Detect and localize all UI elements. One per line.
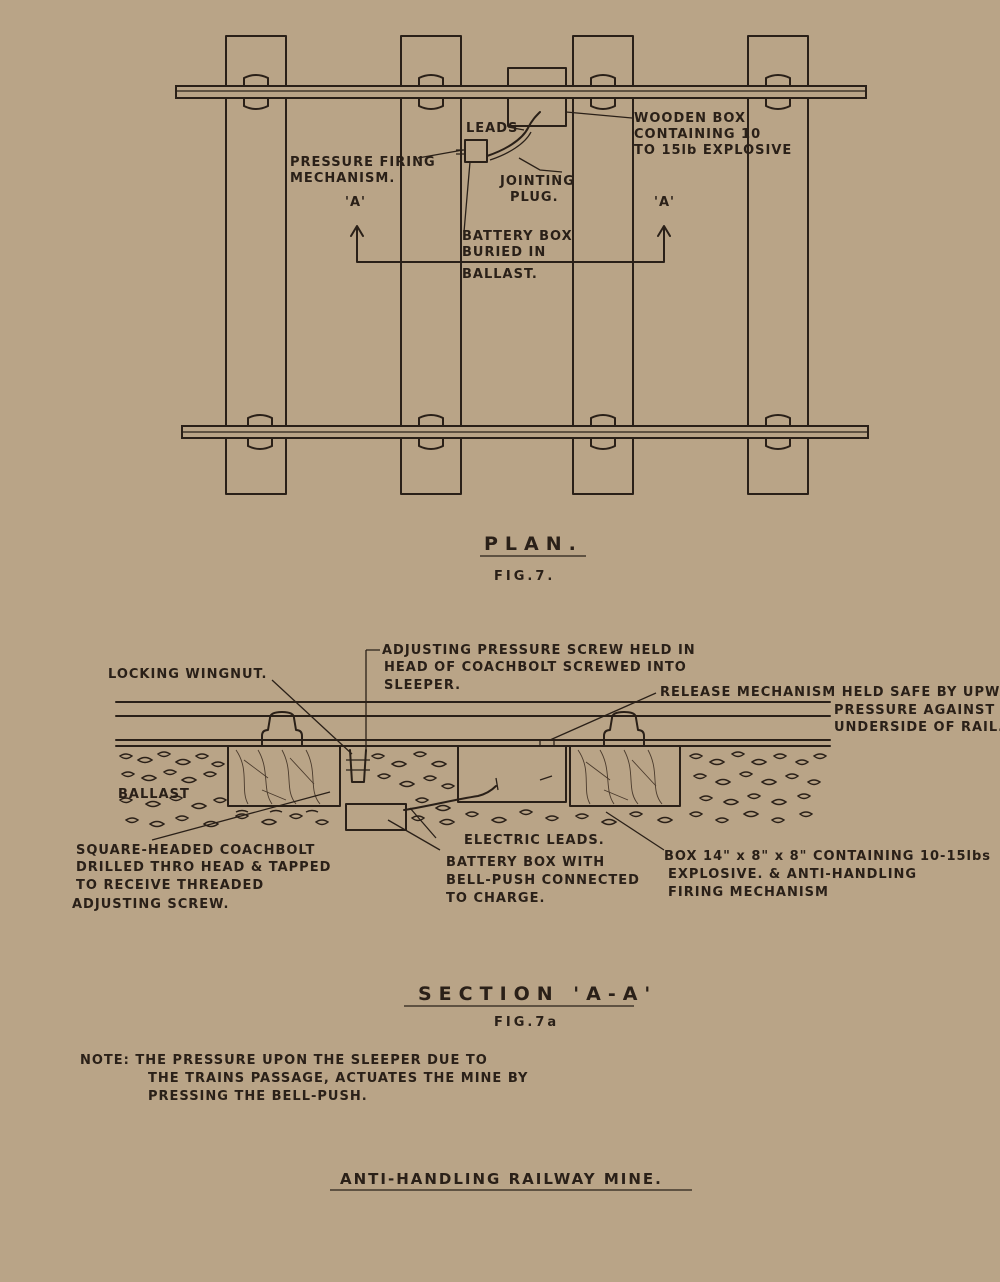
battery-bell-label-2: BELL-PUSH CONNECTED bbox=[446, 873, 640, 888]
wooden-box-label-1: WOODEN BOX bbox=[634, 111, 746, 126]
note-line-2: THE TRAINS PASSAGE, ACTUATES THE MINE BY bbox=[148, 1071, 528, 1086]
sleeper-section-left bbox=[227, 745, 341, 807]
battery-bell-label-1: BATTERY BOX WITH bbox=[446, 855, 605, 870]
ballast-label: BALLAST bbox=[118, 787, 190, 802]
wooden-box-label-2: CONTAINING 10 bbox=[634, 127, 761, 142]
jointing-label-2: PLUG. bbox=[510, 190, 559, 205]
ballast bbox=[118, 751, 828, 828]
coachbolt-label-4: ADJUSTING SCREW. bbox=[72, 897, 229, 912]
pressure-label-1: PRESSURE FIRING bbox=[290, 155, 436, 170]
rail-top bbox=[175, 85, 867, 99]
sleeper-1 bbox=[225, 35, 287, 495]
coachbolt-label-2: DRILLED THRO HEAD & TAPPED bbox=[76, 860, 331, 875]
adjusting-label-2: HEAD OF COACHBOLT SCREWED INTO bbox=[384, 660, 687, 675]
box-label-3: FIRING MECHANISM bbox=[668, 885, 829, 900]
firing-mechanism-plan bbox=[464, 139, 488, 163]
sleeper-3 bbox=[572, 35, 634, 495]
main-title: ANTI-HANDLING RAILWAY MINE. bbox=[340, 1170, 663, 1188]
release-label-2: PRESSURE AGAINST bbox=[834, 703, 995, 718]
section-mark-right: 'A' bbox=[654, 195, 675, 210]
section-fig: FIG.7a bbox=[494, 1015, 559, 1030]
explosive-box bbox=[457, 745, 567, 803]
pressure-label-2: MECHANISM. bbox=[290, 171, 395, 186]
battery-label-2: BURIED IN bbox=[462, 245, 546, 260]
adjusting-label-1: ADJUSTING PRESSURE SCREW HELD IN bbox=[382, 643, 696, 658]
box-label-2: EXPLOSIVE. & ANTI-HANDLING bbox=[668, 867, 917, 882]
leads-wire bbox=[486, 111, 541, 157]
wingnut-label: LOCKING WINGNUT. bbox=[108, 667, 267, 682]
plan-fig: FIG.7. bbox=[494, 569, 555, 584]
battery-box-section bbox=[345, 803, 407, 831]
note-line-3: PRESSING THE BELL-PUSH. bbox=[148, 1089, 368, 1104]
electric-leads-label: ELECTRIC LEADS. bbox=[464, 833, 605, 848]
jointing-label-1: JOINTING bbox=[499, 174, 575, 189]
battery-label-1: BATTERY BOX bbox=[462, 229, 573, 244]
battery-label-3: BALLAST. bbox=[462, 267, 538, 282]
leads-label: LEADS bbox=[466, 121, 518, 136]
adjusting-label-3: SLEEPER. bbox=[384, 678, 461, 693]
chair-right bbox=[603, 711, 645, 747]
coachbolt-label-3: TO RECEIVE THREADED bbox=[76, 878, 264, 893]
section-line-a-a bbox=[350, 225, 671, 263]
plan-title: PLAN. bbox=[484, 533, 583, 555]
release-label-1: RELEASE MECHANISM HELD SAFE BY UPWARD bbox=[660, 685, 1000, 700]
note-block: NOTE: THE PRESSURE UPON THE SLEEPER DUE … bbox=[80, 1053, 528, 1104]
coachbolt-label-1: SQUARE-HEADED COACHBOLT bbox=[76, 843, 315, 858]
section-title: SECTION 'A-A' bbox=[418, 983, 657, 1005]
plan-view: LEADS WOODEN BOX CONTAINING 10 TO 15lb E… bbox=[175, 35, 869, 584]
sleeper-2 bbox=[400, 35, 462, 495]
section-mark-left: 'A' bbox=[345, 195, 366, 210]
rail-clips bbox=[243, 74, 791, 450]
sleeper-4 bbox=[747, 35, 809, 495]
release-label-3: UNDERSIDE OF RAIL. bbox=[834, 720, 1000, 735]
sleeper-section-right bbox=[569, 745, 681, 807]
box-label-1: BOX 14" x 8" x 8" CONTAINING 10-15lbs bbox=[664, 849, 991, 864]
section-view: ADJUSTING PRESSURE SCREW HELD IN HEAD OF… bbox=[72, 643, 1000, 1030]
battery-bell-label-3: TO CHARGE. bbox=[446, 891, 545, 906]
note-line-1: NOTE: THE PRESSURE UPON THE SLEEPER DUE … bbox=[80, 1053, 488, 1068]
chair-left bbox=[261, 711, 303, 747]
wooden-box-label-3: TO 15lb EXPLOSIVE bbox=[634, 143, 792, 158]
